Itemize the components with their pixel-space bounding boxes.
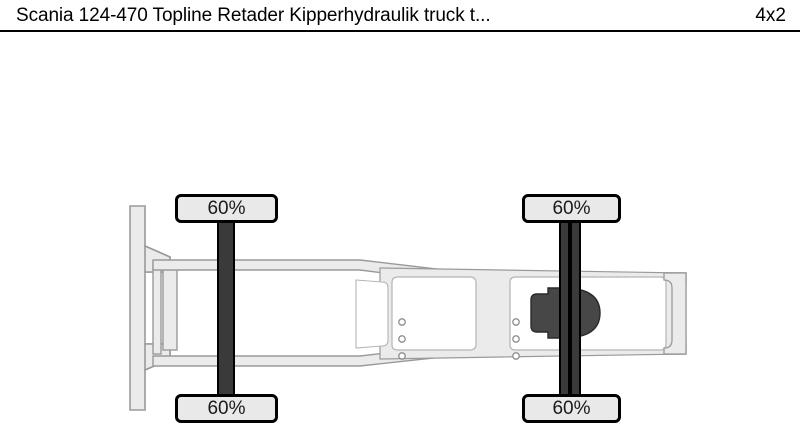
rear-axle-icon [559, 209, 581, 399]
cross-member-bolt-holes-secondary-icon [512, 318, 520, 360]
truck-chassis-illustration [129, 205, 687, 411]
page-title: Scania 124-470 Topline Retader Kipperhyd… [16, 5, 491, 25]
rear-rail-end-cap-icon [663, 272, 687, 355]
tread-badge-rear-right: 60% [522, 394, 621, 423]
truck-diagram-canvas: 60% 60% 60% 60% [0, 32, 800, 424]
front-cross-member-icon [152, 261, 178, 355]
tread-badge-front-right: 60% [175, 394, 278, 423]
header-bar: Scania 124-470 Topline Retader Kipperhyd… [0, 0, 800, 32]
tread-badge-rear-right-label: 60% [552, 398, 591, 419]
tread-badge-front-left: 60% [175, 194, 278, 223]
cross-member-bolt-holes-icon [398, 318, 406, 360]
axle-configuration-label: 4x2 [755, 4, 786, 26]
tread-badge-rear-left: 60% [522, 194, 621, 223]
tread-badge-front-right-label: 60% [207, 398, 246, 419]
rear-frame-body-icon [355, 267, 687, 360]
tread-badge-front-left-label: 60% [207, 198, 246, 219]
front-axle-icon [217, 209, 235, 399]
tread-badge-rear-left-label: 60% [552, 198, 591, 219]
